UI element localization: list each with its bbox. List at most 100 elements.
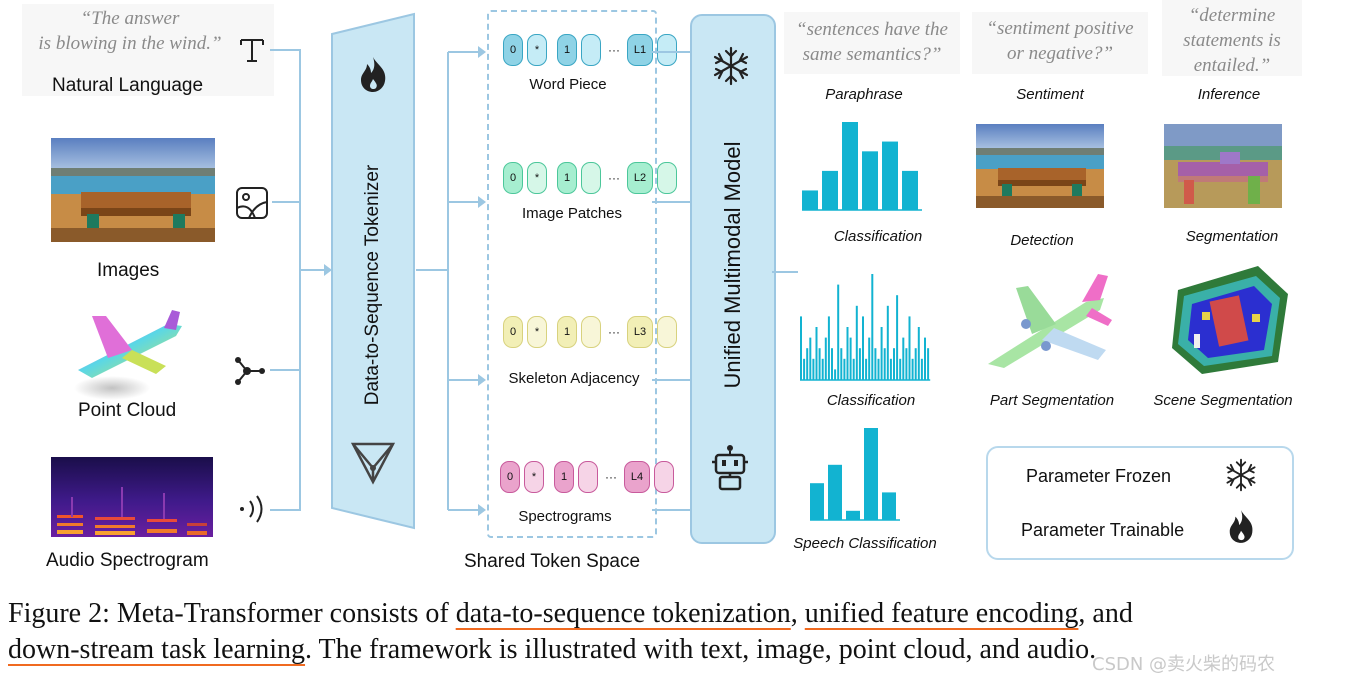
chart-bar — [914, 348, 917, 380]
chart-bar — [837, 284, 840, 380]
text-quote-line1: “The answer — [80, 8, 180, 29]
spectrograms-label: Spectrograms — [518, 508, 612, 525]
caption-sep2: , and — [1078, 598, 1133, 629]
chart-bar — [899, 358, 902, 380]
token-row-2: 0 * 1 ··· L2 — [503, 162, 677, 194]
quote-bg-2 — [972, 12, 1148, 74]
detection-label: Detection — [1010, 232, 1074, 249]
audio-wave-icon — [240, 495, 263, 523]
paraphrase-quote: “sentences have the same semantics?” — [782, 17, 962, 67]
chart-bar — [822, 170, 838, 210]
quote-line: “determine — [1188, 5, 1276, 26]
quote-line: statements is — [1183, 30, 1281, 51]
legend-trainable-label: Parameter Trainable — [1021, 520, 1185, 540]
part-segmentation-label: Part Segmentation — [989, 392, 1115, 409]
tokenizer-label: Data-to-Sequence Tokenizer — [362, 164, 383, 406]
detection-photo — [976, 124, 1104, 208]
speech-classification-label: Speech Classification — [793, 535, 937, 552]
chart-bar — [862, 151, 878, 210]
chart-bar — [824, 337, 827, 380]
skeleton-adjacency-label: Skeleton Adjacency — [508, 370, 640, 387]
caption-rest: . The framework is illustrated with text… — [305, 634, 1097, 665]
snowflake-icon — [713, 46, 749, 86]
chart-bar — [882, 141, 898, 210]
token-sequence: 0 * 1 ··· L2 — [503, 162, 677, 194]
token-capsule-last: L2 — [627, 162, 653, 194]
token-row-3: 0 * 1 ··· L3 — [503, 316, 677, 348]
token-capsule — [581, 316, 601, 348]
flame-icon — [361, 57, 386, 92]
chart-bar — [889, 358, 892, 380]
token-capsule: 0 — [503, 162, 523, 194]
token-capsule — [578, 461, 598, 493]
token-capsule: 1 — [554, 461, 574, 493]
chart-bar — [908, 316, 911, 380]
chart-bar — [865, 358, 868, 380]
token-capsule — [581, 34, 601, 66]
quote-line: or negative?” — [1006, 43, 1114, 64]
audio-spectrogram-label: Audio Spectrogram — [46, 550, 209, 571]
classification-chart-1 — [802, 122, 922, 211]
chart-bar — [883, 348, 886, 380]
chart-bar — [920, 358, 923, 380]
chart-bar — [846, 327, 849, 380]
chart-bar — [818, 348, 821, 380]
token-capsule: 0 — [503, 316, 523, 348]
shared-token-space-box — [487, 10, 657, 538]
chart-bar — [834, 369, 837, 380]
image-patches-label: Image Patches — [521, 205, 623, 222]
chart-bar — [896, 295, 899, 380]
chart-bar — [840, 348, 843, 380]
chart-bar — [864, 428, 878, 520]
graph-icon — [235, 357, 265, 385]
classification-chart-2 — [800, 274, 931, 381]
segmentation-photo — [1164, 124, 1282, 208]
quote-line: “sentiment positive — [986, 18, 1134, 39]
inference-label: Inference — [1197, 86, 1261, 103]
token-capsule: 1 — [557, 34, 577, 66]
token-capsule — [654, 461, 674, 493]
caption-underline-2: unified feature encoding — [804, 598, 1079, 629]
sentiment-quote: “sentiment positive or negative?” — [970, 16, 1150, 66]
chart-bar — [927, 348, 930, 380]
chart-bar — [902, 337, 905, 380]
chart-bars — [810, 428, 900, 521]
token-connectors — [416, 46, 486, 516]
watermark: CSDN @卖火柴的码农 — [1092, 654, 1276, 675]
quote-bg-1 — [784, 12, 960, 74]
legend-flame-icon — [1229, 510, 1253, 543]
word-piece-label: Word Piece — [529, 76, 607, 93]
token-row-1: 0 * 1 ··· L1 — [503, 34, 677, 66]
chart-bar — [842, 122, 858, 210]
tokenizer-block — [331, 12, 415, 530]
chart-bar — [862, 316, 864, 380]
classification-label-1: Classification — [833, 228, 923, 245]
chart-bar — [849, 337, 852, 380]
legend-frozen-label: Parameter Frozen — [1026, 466, 1172, 486]
caption-prefix: Figure 2: Meta-Transformer consists of — [8, 598, 456, 629]
chart-bar — [911, 358, 914, 380]
token-dots: ··· — [608, 325, 620, 339]
chart-bar — [868, 337, 871, 380]
figure-caption-line1: Figure 2: Meta-Transformer consists of d… — [8, 596, 1133, 632]
chart-bar — [852, 358, 855, 380]
part-segmentation-airplane — [988, 274, 1112, 368]
chart-bar — [886, 305, 889, 380]
caption-underline-1: data-to-sequence tokenization — [455, 598, 791, 629]
quote-line: same semantics?” — [802, 44, 942, 65]
airplane-point-cloud — [74, 310, 182, 400]
chart-bars — [800, 274, 931, 381]
robot-icon — [712, 445, 748, 491]
token-capsule-star: * — [527, 162, 547, 194]
legend-snowflake-icon — [1226, 458, 1256, 492]
token-capsule-last: L4 — [624, 461, 650, 493]
chart-bar — [812, 358, 815, 380]
token-capsule-last: L3 — [627, 316, 653, 348]
sentiment-label: Sentiment — [1016, 86, 1084, 103]
chart-bar — [846, 510, 860, 520]
chart-bar — [809, 337, 812, 380]
token-dots: ··· — [605, 470, 617, 484]
chart-bar — [924, 337, 926, 380]
chart-bar — [828, 464, 842, 520]
token-capsule-star: * — [524, 461, 544, 493]
